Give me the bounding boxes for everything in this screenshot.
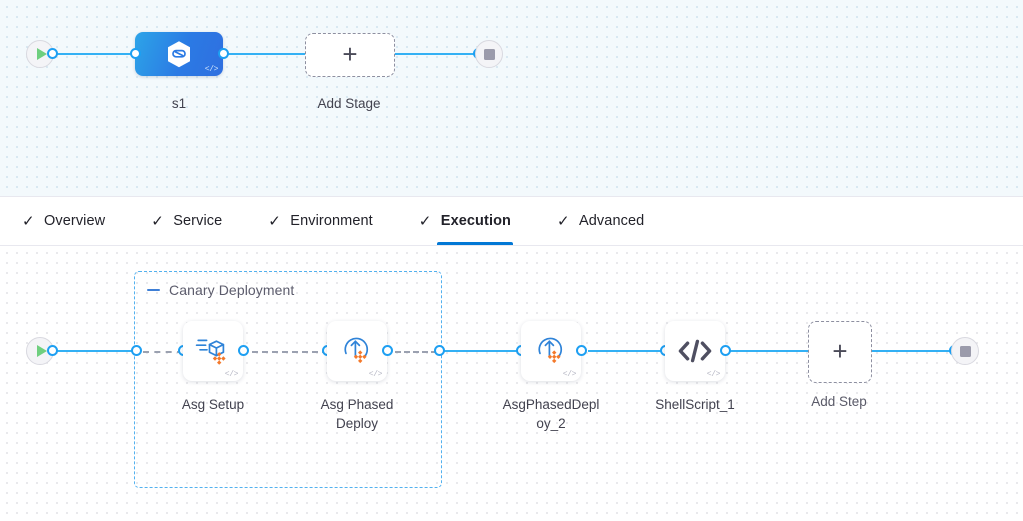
add-stage-label: Add Stage [317,96,381,111]
add-stage-button[interactable]: + [305,33,395,77]
tab-service-label: Service [173,213,223,229]
asg-setup-icon [195,334,231,368]
edge-shellscript-to-addstep [730,350,808,352]
edge-asgphaseddeploy2-to-shellscript [588,350,666,352]
step-label-line-2: Deploy [335,416,379,431]
check-icon: ✓ [557,212,570,230]
step-shellscript-1[interactable]: </> [665,321,725,381]
end-node[interactable] [475,40,503,68]
asg-setup-right-connector[interactable] [238,345,249,356]
edge-addstep-to-exec-end [872,350,960,352]
stage-node-s1[interactable]: </> [135,32,223,76]
stop-icon [483,48,495,60]
asgphaseddeploy2-right-connector[interactable] [576,345,587,356]
harness-hexagon-icon [166,40,192,69]
minus-icon[interactable] [147,288,160,292]
step-group-header[interactable]: Canary Deployment [147,282,294,298]
step-asg-phased-deploy[interactable]: </> [327,321,387,381]
step-label-line-1: AsgPhasedDepl [502,397,600,412]
play-icon [36,48,47,60]
step-group-canary-deployment[interactable]: Canary Deployment [134,271,442,488]
edge-asg-setup-to-phased-deploy [252,351,328,353]
stage-tabs: ✓ Overview ✓ Service ✓ Environment ✓ Exe… [0,196,1023,246]
execution-end-node[interactable] [951,337,979,365]
tab-overview[interactable]: ✓ Overview [22,197,105,245]
step-asgphaseddeploy-2[interactable]: </> [521,321,581,381]
plus-icon: + [832,336,848,366]
tab-execution-label: Execution [440,213,511,229]
check-icon: ✓ [268,212,281,230]
asg-phased-deploy-code-badge: </> [368,370,383,379]
step-label-line-2: oy_2 [536,416,566,431]
tab-service[interactable]: ✓ Service [151,197,222,245]
pipeline-stage-canvas[interactable]: </> s1 + Add Stage [0,0,1023,196]
plus-icon: + [342,39,358,69]
edge-stage-to-addstage [222,53,308,55]
shellscript-right-connector[interactable] [720,345,731,356]
edge-phased-deploy-to-group-exit [395,351,437,353]
edge-start-to-stage [50,53,138,55]
stage-left-connector[interactable] [130,48,141,59]
step-asgphaseddeploy-2-label: AsgPhasedDepl oy_2 [496,395,606,433]
group-entry-connector[interactable] [131,345,142,356]
check-icon: ✓ [151,212,164,230]
play-icon [36,345,47,357]
stage-label: s1 [171,96,187,111]
asg-phased-deploy-icon [533,334,569,368]
stage-code-badge: </> [204,65,219,74]
asg-phased-deploy-right-connector[interactable] [382,345,393,356]
execution-canvas[interactable]: Canary Deployment [0,246,1023,521]
step-label-line-1: Asg Phased [320,397,394,412]
asg-setup-code-badge: </> [224,370,239,379]
tab-overview-label: Overview [44,213,106,229]
edge-addstage-to-end [390,53,480,55]
edge-exec-start-to-group [50,350,136,352]
tab-environment[interactable]: ✓ Environment [268,197,373,245]
edge-group-entry-to-asg-setup [143,351,183,353]
step-asg-setup-label: Asg Setup [181,397,245,412]
add-step-label: Add Step [811,394,867,409]
tab-advanced-label: Advanced [579,213,645,229]
tab-advanced[interactable]: ✓ Advanced [557,197,644,245]
asg-phased-deploy-icon [339,334,375,368]
step-asg-phased-deploy-label: Asg Phased Deploy [302,395,412,433]
tab-execution[interactable]: ✓ Execution [418,197,514,245]
shellscript-code-badge: </> [706,370,721,379]
step-asg-setup[interactable]: </> [183,321,243,381]
check-icon: ✓ [418,212,432,230]
edge-group-to-asgphaseddeploy2 [440,350,520,352]
shell-script-icon [675,336,715,366]
stop-icon [959,345,971,357]
step-group-title: Canary Deployment [169,282,295,298]
group-exit-connector[interactable] [434,345,445,356]
stage-right-connector[interactable] [218,48,229,59]
add-step-button[interactable]: + [808,321,872,383]
tab-environment-label: Environment [290,213,373,229]
start-node-connector[interactable] [47,48,58,59]
asgphaseddeploy2-code-badge: </> [562,370,577,379]
check-icon: ✓ [22,212,35,230]
step-shellscript-1-label: ShellScript_1 [655,397,735,412]
execution-start-connector[interactable] [47,345,58,356]
